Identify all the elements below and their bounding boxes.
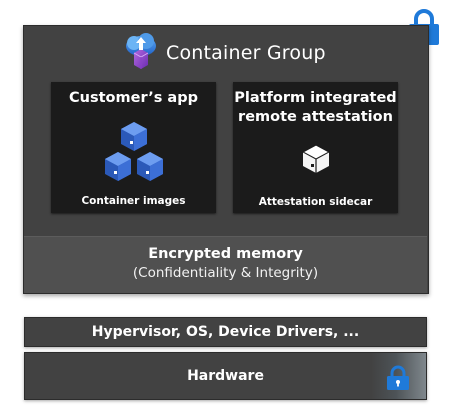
attestation-sidecar-label: Attestation sidecar (258, 196, 373, 208)
container-images-icon (100, 120, 168, 192)
container-images-label: Container images (81, 195, 186, 207)
hardware-lock-icon (386, 365, 410, 391)
attestation-sidecar-icon (301, 144, 331, 178)
attestation-title-line1: Platform integrated (234, 90, 397, 106)
attestation-title-line2: remote attestation (238, 109, 393, 125)
container-group-icon (124, 33, 158, 73)
customer-app-panel: Customer’s app Container images (51, 82, 216, 213)
encrypted-memory-subtitle: (Confidentiality & Integrity) (132, 265, 319, 281)
encrypted-memory-title: Encrypted memory (148, 246, 303, 262)
container-group-title: Container Group (166, 42, 326, 64)
customer-app-title: Customer’s app (69, 90, 198, 106)
cube-left (105, 152, 131, 181)
hardware-label: Hardware (187, 368, 264, 384)
container-group-header: Container Group (124, 33, 326, 73)
hardware-layer: Hardware (24, 352, 427, 400)
hypervisor-layer: Hypervisor, OS, Device Drivers, ... (24, 317, 427, 347)
attestation-panel: Platform integrated remote attestation A… (233, 82, 398, 213)
cube-right (137, 152, 163, 181)
cube-top (121, 122, 147, 151)
encrypted-memory-band: Encrypted memory (Confidentiality & Inte… (24, 236, 427, 293)
hypervisor-label: Hypervisor, OS, Device Drivers, ... (91, 324, 360, 340)
